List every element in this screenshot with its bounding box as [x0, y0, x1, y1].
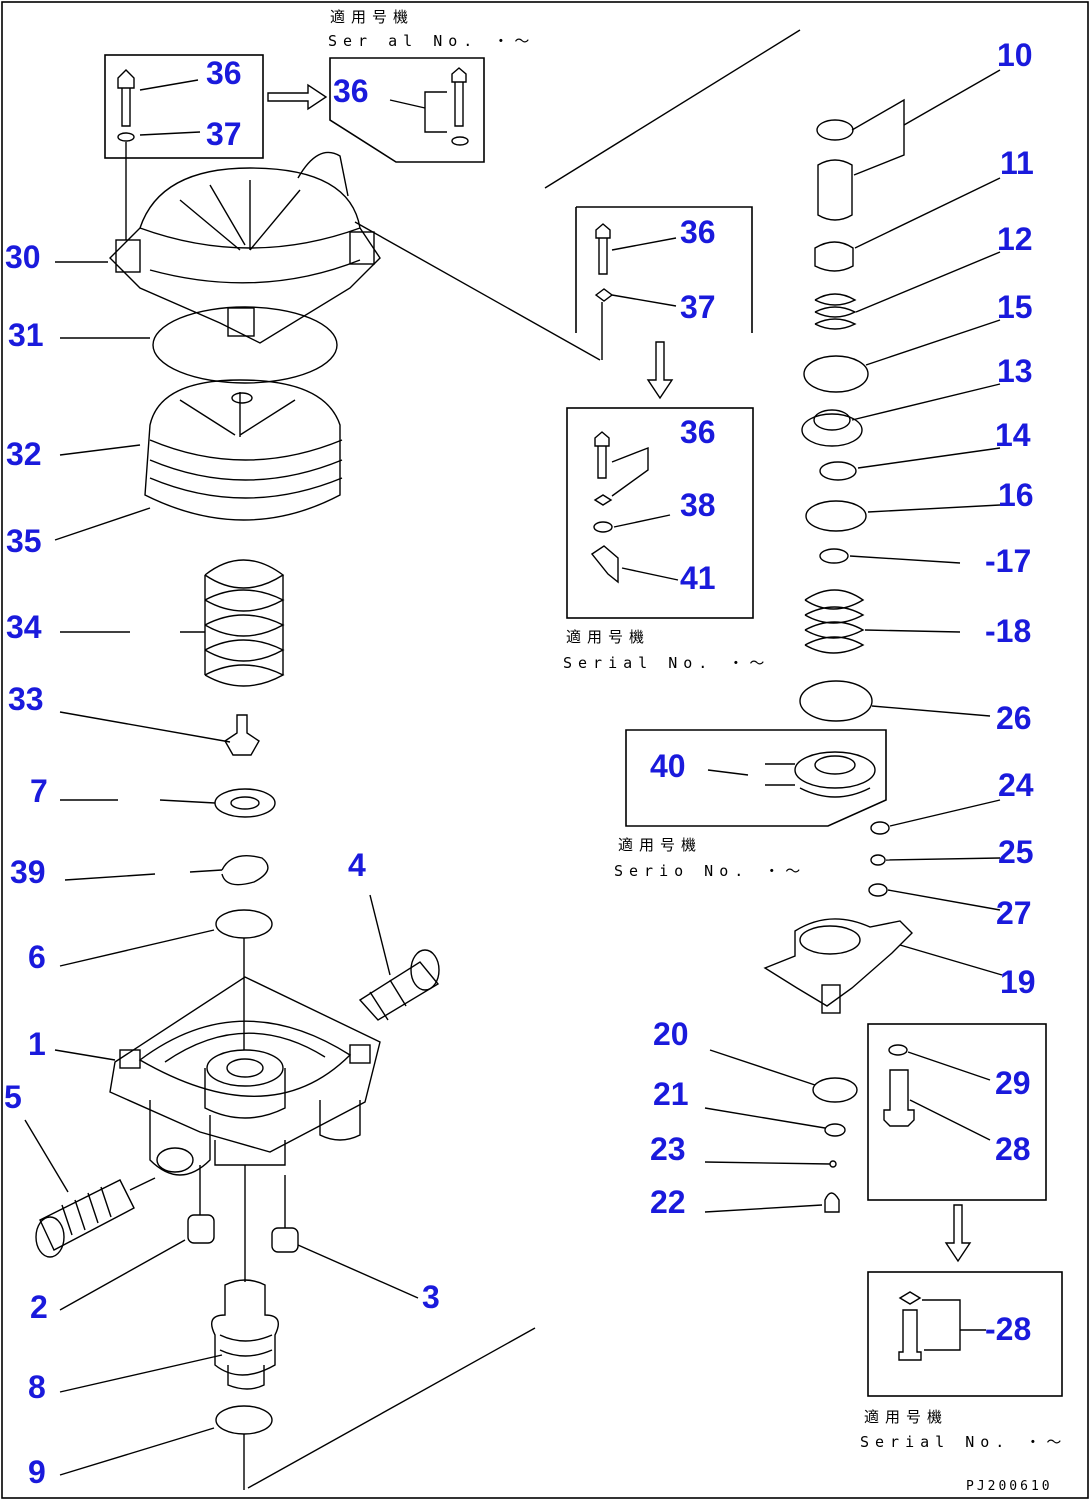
- serial-caption-jp: 適用号機: [566, 628, 650, 646]
- callout-29: 29: [995, 1065, 1031, 1101]
- piston-part-8: [211, 1165, 279, 1390]
- plug-part-2: [187, 1165, 215, 1244]
- callout-36: 36: [680, 414, 716, 450]
- callout-17: -17: [985, 543, 1031, 579]
- callout-9: 9: [28, 1454, 46, 1490]
- inset-bolt-washer-top-left: [104, 54, 264, 240]
- callout-16: 16: [998, 477, 1034, 513]
- callout-3: 3: [422, 1279, 440, 1315]
- callout-4: 4: [348, 847, 366, 883]
- housing-part-32-35: [144, 379, 343, 521]
- diaphragm-part-31: [152, 306, 338, 384]
- callout-41: 41: [680, 560, 716, 596]
- fitting-part-4: [358, 949, 440, 1021]
- plug-part-3: [271, 1175, 299, 1253]
- callout-10: 10: [997, 37, 1033, 73]
- arrow-right-icon: [267, 83, 328, 111]
- callout-36: 36: [333, 73, 369, 109]
- spring-part-34: [204, 559, 285, 687]
- serial-caption-en: Serial No. ・～: [860, 1433, 1067, 1451]
- guide-line: [247, 1327, 536, 1489]
- callout-6: 6: [28, 939, 46, 975]
- callout-numbers: 36 37 36 36 37 36 38 41 40 30 31 32 35 3…: [4, 37, 1036, 1490]
- callout-31: 31: [8, 317, 44, 353]
- serial-caption-en: Ser al No. ・～: [328, 32, 535, 50]
- callout-33: 33: [8, 681, 44, 717]
- inset-bolt-part-28-alt: [867, 1271, 1063, 1397]
- callout-25: 25: [998, 834, 1034, 870]
- callout-39: 39: [10, 854, 46, 890]
- callout-23: 23: [650, 1131, 686, 1167]
- serial-caption-jp: 適用号機: [864, 1408, 948, 1426]
- washer-part-7: [214, 788, 276, 818]
- callout-37: 37: [680, 289, 716, 325]
- callout-28: 28: [995, 1131, 1031, 1167]
- callout-30: 30: [5, 239, 41, 275]
- callout-21: 21: [653, 1076, 689, 1112]
- callout-36: 36: [206, 55, 242, 91]
- serial-caption-en: Serio No. ・～: [614, 862, 806, 880]
- inset-bolt-part-28-29: [867, 1023, 1047, 1201]
- o-ring-part-6: [215, 909, 273, 939]
- fitting-part-5: [35, 1177, 156, 1258]
- serial-caption-jp: 適用号機: [330, 8, 414, 26]
- snap-ring-part-39: [221, 855, 269, 886]
- upper-cover-part-30: [109, 151, 381, 344]
- callout-5: 5: [4, 1079, 22, 1115]
- inset-part-40: [625, 729, 887, 827]
- callout-19: 19: [1000, 964, 1036, 1000]
- callout-15: 15: [997, 289, 1033, 325]
- callout-2: 2: [30, 1289, 48, 1325]
- drawing-id: PJ200610: [966, 1479, 1053, 1494]
- callout-26: 26: [996, 700, 1032, 736]
- callout-12: 12: [997, 221, 1033, 257]
- callout-27: 27: [996, 895, 1032, 931]
- callout-24: 24: [998, 767, 1034, 803]
- guide-line: [544, 29, 801, 189]
- callout-37: 37: [206, 116, 242, 152]
- callout-13: 13: [997, 353, 1033, 389]
- arrow-down-icon: [646, 341, 674, 400]
- callout-18: -18: [985, 613, 1031, 649]
- callout-7: 7: [30, 773, 48, 809]
- serial-captions: 適用号機 Ser al No. ・～ 適用号機 Serial No. ・～ 適用…: [328, 8, 1067, 1451]
- callout-1: 1: [28, 1026, 46, 1062]
- arrow-down-icon: [944, 1204, 972, 1263]
- callout-32: 32: [6, 436, 42, 472]
- callout-20: 20: [653, 1016, 689, 1052]
- serial-caption-en: Serial No. ・～: [563, 654, 770, 672]
- callout-38: 38: [680, 487, 716, 523]
- valve-part-33: [224, 714, 260, 756]
- callout-40: 40: [650, 748, 686, 784]
- inset-bolt-washer-middle: [575, 206, 753, 360]
- callout-22: 22: [650, 1184, 686, 1220]
- callout-28: -28: [985, 1311, 1031, 1347]
- callout-11: 11: [1000, 145, 1034, 181]
- callout-35: 35: [6, 523, 42, 559]
- callout-36: 36: [680, 214, 716, 250]
- callout-8: 8: [28, 1369, 46, 1405]
- valve-body-part-1: [109, 976, 381, 1176]
- o-ring-part-9: [215, 1405, 273, 1435]
- callout-34: 34: [6, 609, 42, 645]
- inset-bolt-washer-plate: [566, 407, 754, 619]
- guide-line: [354, 221, 601, 361]
- inset-bolt-top-middle: [329, 57, 485, 163]
- valve-parts-right-column: [763, 98, 913, 1213]
- leader-lines: [24, 69, 1003, 1476]
- callout-14: 14: [995, 417, 1031, 453]
- serial-caption-jp: 適用号機: [618, 836, 702, 854]
